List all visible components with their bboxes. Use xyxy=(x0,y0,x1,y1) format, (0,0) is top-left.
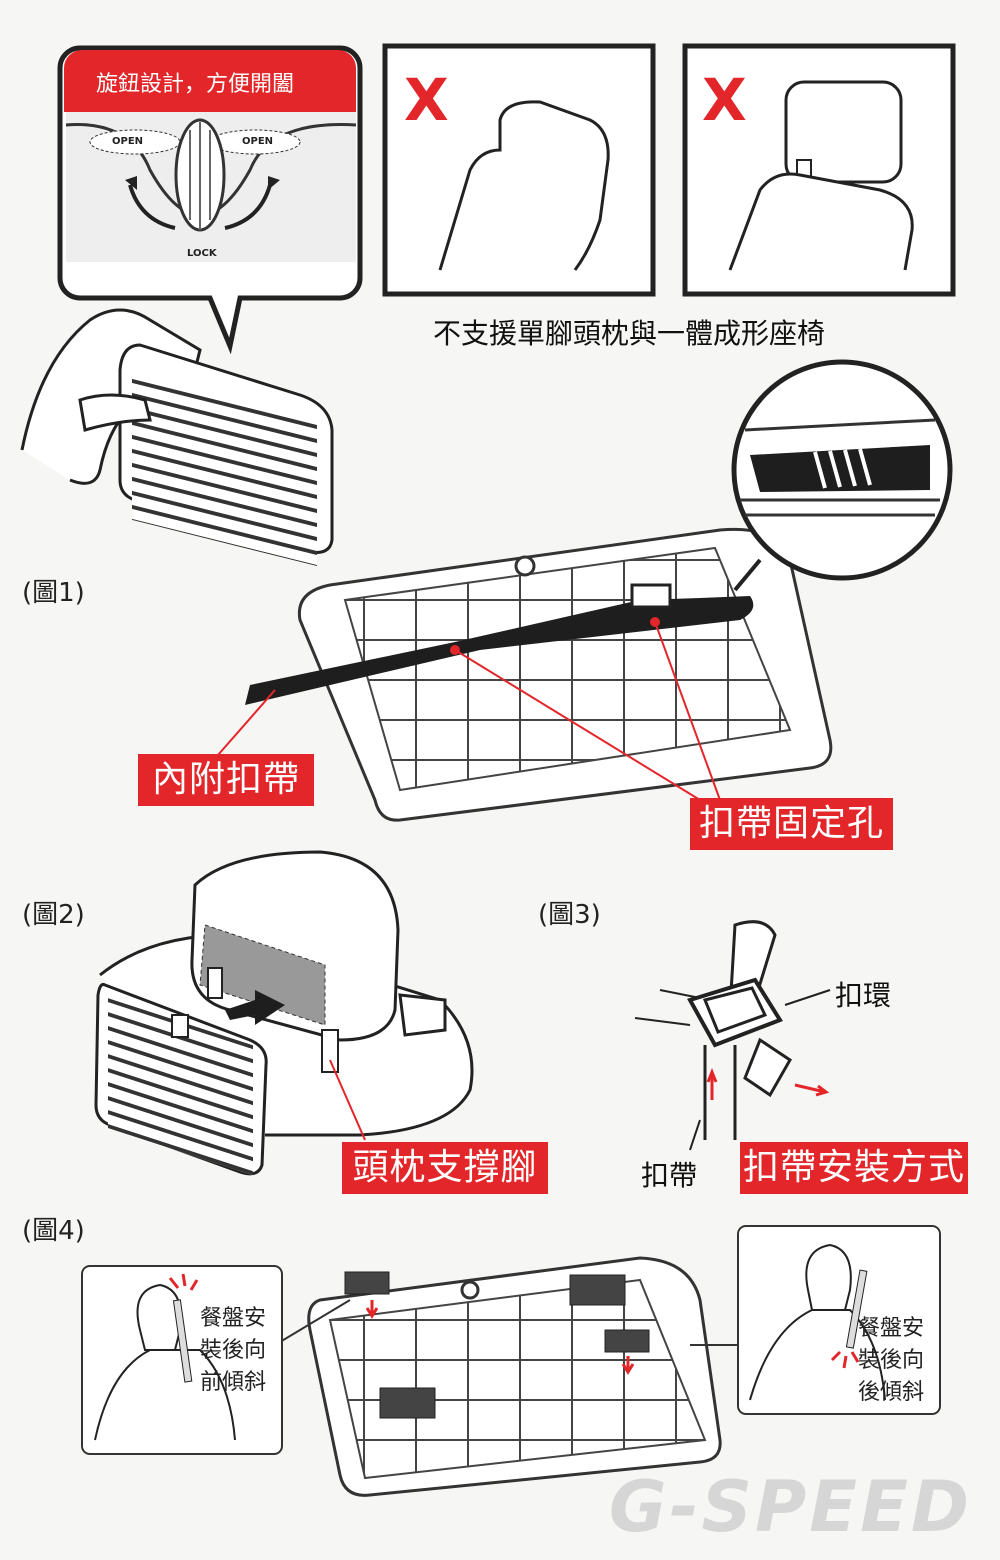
strap-method-label: 扣帶安裝方式 xyxy=(740,1142,968,1194)
figure1-tray xyxy=(245,527,833,822)
figure1-label: (圖1) xyxy=(22,578,85,608)
buckle-label: 扣環 xyxy=(835,979,892,1012)
figure4-label: (圖4) xyxy=(22,1216,85,1246)
figure2-tray xyxy=(94,983,366,1176)
figure4-backward-tilt-panel xyxy=(737,1225,941,1415)
backward-tilt-note: 餐盤安 裝後向 後傾斜 xyxy=(858,1316,925,1405)
figure1-zoom-circle xyxy=(731,359,953,592)
open-label-right: OPEN xyxy=(242,136,274,147)
x-mark-2: X xyxy=(702,66,747,134)
knob-callout-title: 旋鈕設計，方便開闔 xyxy=(96,72,295,97)
unsupported-caption: 不支援單腳頭枕與一體成形座椅 xyxy=(433,317,826,350)
lock-label: LOCK xyxy=(187,248,217,259)
headrest-leg-label: 頭枕支撐腳 xyxy=(342,1142,548,1194)
open-label-left: OPEN xyxy=(112,136,144,147)
strap-label: 內附扣帶 xyxy=(138,754,314,806)
figure4-forward-tilt-panel xyxy=(81,1265,283,1455)
g-speed-logo: G-SPEED xyxy=(609,1466,972,1548)
figure4-tray xyxy=(274,1256,740,1497)
figure3-label: (圖3) xyxy=(538,900,601,930)
unsupported-integrated-seat xyxy=(682,43,956,297)
strap xyxy=(245,596,754,705)
strap-callout: 扣帶 xyxy=(641,1159,698,1192)
figure2-label: (圖2) xyxy=(22,900,85,930)
unsupported-single-leg-headrest xyxy=(382,43,656,297)
strap-holes-label: 扣帶固定孔 xyxy=(690,798,893,850)
knob-callout xyxy=(57,45,363,355)
x-mark-1: X xyxy=(404,66,449,134)
figure2-headrest xyxy=(99,850,474,1137)
figure1-leader-lines xyxy=(217,621,721,801)
figure3-buckle xyxy=(634,920,831,1151)
hand-with-tray xyxy=(20,308,334,567)
forward-tilt-note: 餐盤安 裝後向 前傾斜 xyxy=(200,1306,267,1395)
